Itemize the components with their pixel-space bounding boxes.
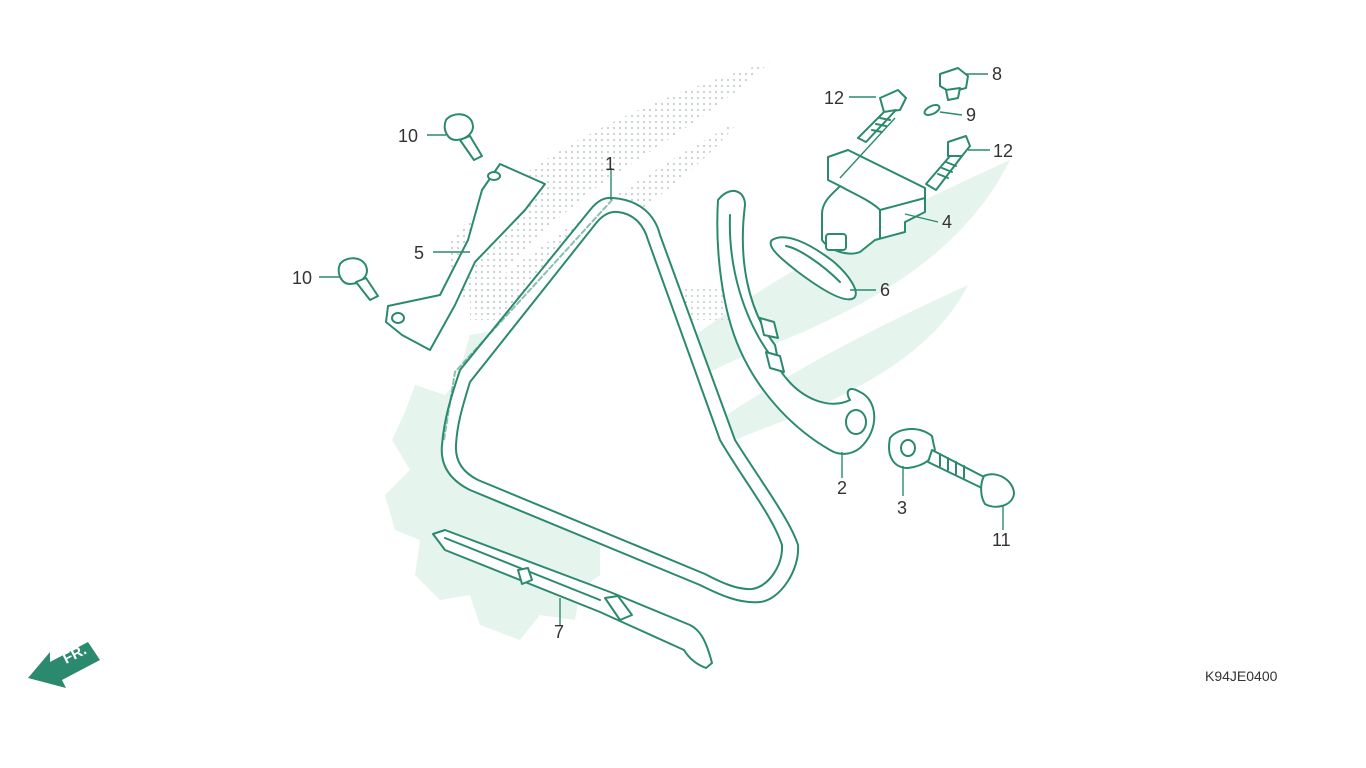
cam-chain	[440, 196, 800, 604]
pivot-bolt	[927, 449, 1015, 508]
callout-8: 8	[992, 64, 1002, 84]
cam-chain-tensioner-arm	[716, 190, 876, 455]
reference-code: K94JE0400	[1205, 668, 1278, 684]
bolt-lower	[337, 257, 379, 301]
callout-2: 2	[837, 478, 847, 498]
callout-5: 5	[414, 243, 424, 263]
callout-7: 7	[554, 622, 564, 642]
callout-4: 4	[942, 212, 952, 232]
lifter-bolt-left	[857, 89, 907, 143]
o-ring	[923, 104, 941, 116]
leader-lines	[319, 73, 1004, 625]
callout-11: 11	[992, 530, 1011, 550]
chain-guide-plate	[385, 163, 546, 351]
watermark-wing-lower	[540, 285, 968, 600]
lifter-gasket	[769, 236, 857, 301]
callout-10-upper: 10	[398, 126, 418, 146]
watermark-wing-upper-dotted	[450, 62, 770, 300]
callout-12-right: 12	[993, 141, 1013, 161]
bolt-upper	[443, 113, 483, 161]
callout-1: 1	[605, 154, 615, 174]
callout-9: 9	[966, 105, 976, 125]
callout-labels: 1 2 3 4 5 6 7 8 9 10 10 11 12 12	[292, 64, 1013, 642]
callout-3: 3	[897, 498, 907, 518]
callout-12-left: 12	[824, 88, 844, 108]
callout-10-lower: 10	[292, 268, 312, 288]
front-arrow-icon	[28, 642, 100, 688]
front-direction-indicator: FR.	[28, 641, 100, 688]
sealing-bolt	[939, 67, 969, 101]
callout-6: 6	[880, 280, 890, 300]
watermark-wing-upper	[520, 160, 1010, 560]
cam-chain-guide	[432, 529, 713, 669]
tensioner-lifter	[821, 149, 926, 255]
lifter-bolt-right	[925, 135, 971, 191]
